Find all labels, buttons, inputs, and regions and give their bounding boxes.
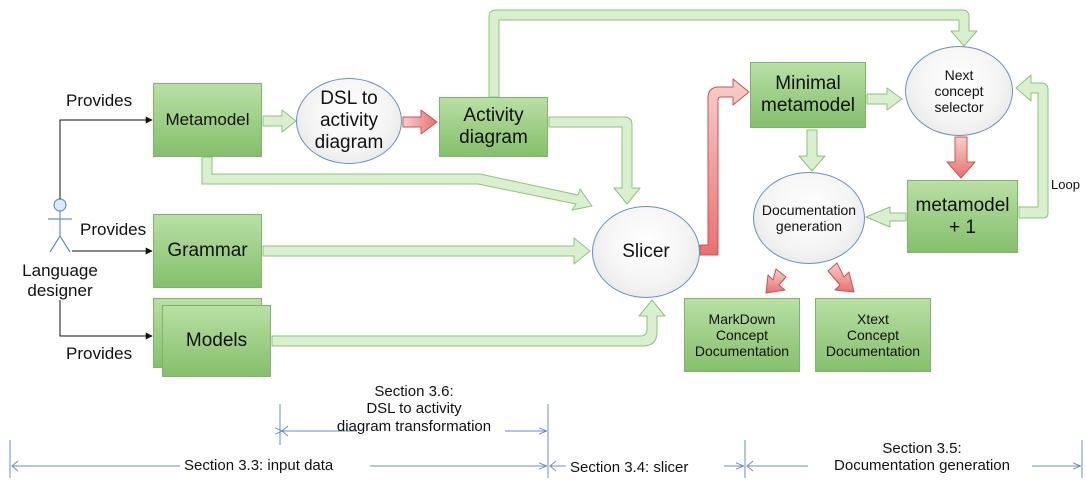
arrow-models-to-slicer	[271, 299, 666, 347]
provides-label-2: Provides	[80, 220, 147, 239]
models-box: Models	[162, 305, 271, 377]
minimal-metamodel-box: Minimal metamodel	[750, 62, 866, 128]
arrow-metamodel-to-dsl	[262, 109, 297, 133]
arrow-grammar-to-slicer	[262, 237, 591, 265]
provides-label-3: Provides	[66, 344, 133, 363]
dsl-to-activity-ellipse: DSL to activity diagram	[296, 78, 402, 164]
actor-label: Language designer	[22, 261, 98, 300]
activity-diagram-box: Activity diagram	[439, 97, 548, 157]
section-3-4-label: Section 3.4: slicer	[570, 459, 689, 476]
markdown-doc-box: MarkDown Concept Documentation	[684, 298, 800, 372]
arrow-activity-to-selector	[488, 9, 978, 98]
documentation-generation-ellipse: Documentation generation	[753, 172, 865, 264]
section-3-5-label: Section 3.5: Documentation generation	[834, 440, 1010, 475]
documentation-generation-label: Documentation generation	[761, 202, 857, 234]
arrow-docgen-to-markdown	[765, 268, 787, 294]
arrow-metamodel-to-slicer	[201, 156, 593, 211]
models-label: Models	[185, 330, 248, 351]
connector-to-metamodel	[59, 116, 153, 199]
arrow-minimal-to-selector	[866, 87, 903, 111]
section-3-3-label: Section 3.3: input data	[184, 457, 334, 474]
slicer-ellipse: Slicer	[592, 206, 700, 298]
arrow-docgen-to-xtext	[827, 262, 855, 293]
metamodel-box: Metamodel	[153, 83, 262, 157]
provides-label-1: Provides	[66, 91, 133, 110]
xtext-doc-label: Xtext Concept Documentation	[825, 311, 921, 359]
section-3-6-label: Section 3.6: DSL to activity diagram tra…	[336, 383, 492, 435]
metamodel-plus-one-box: metamodel + 1	[907, 180, 1018, 253]
section-brackets	[9, 404, 1083, 478]
activity-diagram-label: Activity diagram	[459, 105, 528, 148]
arrow-minimal-to-docgen	[798, 129, 826, 172]
arrow-slicer-to-minimal	[699, 78, 750, 256]
arrow-activity-to-slicer	[548, 116, 641, 205]
green-flow-arrows	[201, 9, 1049, 347]
connector-to-models	[59, 300, 153, 340]
markdown-doc-label: MarkDown Concept Documentation	[694, 311, 790, 359]
slicer-label: Slicer	[622, 241, 670, 262]
red-flow-arrows	[402, 78, 976, 294]
arrow-plus-to-docgen	[865, 206, 907, 228]
metamodel-plus-one-label: metamodel + 1	[915, 194, 1010, 238]
arrow-dsl-to-activity	[402, 109, 438, 135]
grammar-label: Grammar	[167, 240, 248, 261]
actor-figure	[48, 198, 72, 253]
arrow-loop	[1015, 74, 1049, 219]
next-concept-selector-ellipse: Next concept selector	[905, 46, 1013, 136]
loop-label: Loop	[1051, 177, 1080, 192]
xtext-doc-box: Xtext Concept Documentation	[815, 298, 931, 372]
minimal-metamodel-label: Minimal metamodel	[761, 73, 855, 116]
dsl-to-activity-label: DSL to activity diagram	[314, 88, 384, 153]
provides-connectors	[59, 116, 153, 340]
grammar-box: Grammar	[153, 214, 262, 288]
metamodel-label: Metamodel	[165, 110, 250, 129]
next-concept-selector-label: Next concept selector	[934, 67, 984, 115]
arrow-selector-to-plus	[946, 136, 976, 179]
